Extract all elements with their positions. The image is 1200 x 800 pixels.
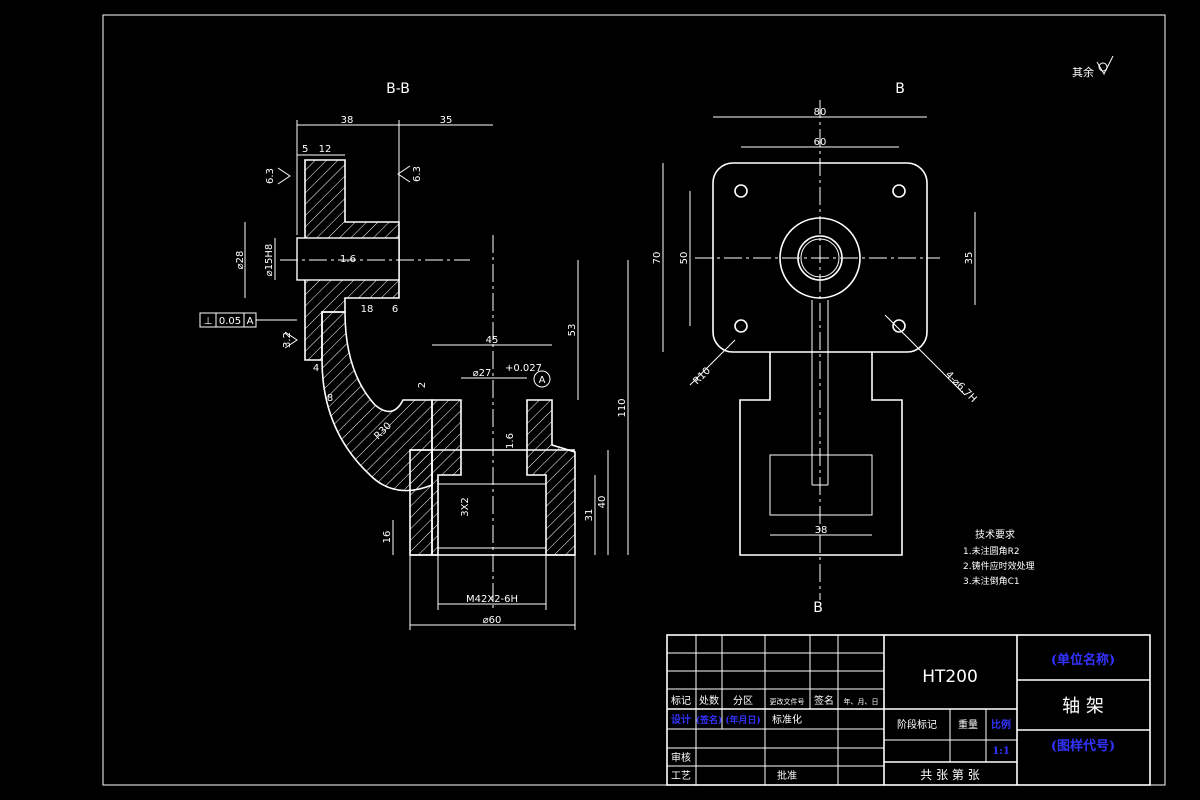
dim-50: 50	[679, 252, 690, 265]
tb-company: (单位名称)	[1051, 652, 1115, 668]
tolerance-value: 0.05	[219, 316, 241, 327]
tb-signature: 签名	[814, 694, 834, 707]
mount-hole	[892, 319, 906, 333]
tb-material: HT200	[922, 667, 978, 687]
roughness-symbol	[284, 331, 298, 349]
dim-40: 40	[597, 496, 608, 509]
tolerance-symbol: ⊥	[204, 316, 213, 327]
dim-2: 2	[417, 382, 428, 388]
roughness-r1: 6.3	[265, 168, 276, 184]
dim-80: 80	[814, 107, 827, 118]
dim-18: 18	[361, 304, 374, 315]
dim-70: 70	[652, 252, 663, 265]
bore	[296, 237, 400, 281]
datum-a: A	[539, 375, 546, 386]
drawing-border	[102, 14, 1166, 786]
roughness-circle-icon	[1098, 62, 1108, 72]
tech-requirements: 技术要求 1.未注圆角R2 2.铸件应时效处理 3.未注倒角C1	[963, 528, 1035, 587]
tb-design: 设计	[671, 713, 691, 726]
tb-change-doc: 更改文件号	[770, 697, 805, 706]
tb-date: (年月日)	[725, 714, 761, 726]
tb-standard: 标准化	[772, 713, 802, 726]
mount-hole	[892, 184, 906, 198]
dim-5: 5	[302, 144, 308, 155]
section-view: B-B 38 35 5 12 ⌀28 ⌀15H8 18 6	[199, 81, 629, 630]
tb-zone: 分区	[733, 695, 753, 707]
tb-part-name: 轴 架	[1062, 696, 1104, 717]
roughness-r5: 1.6	[505, 433, 516, 449]
cut-letter-bottom: B	[813, 600, 823, 616]
dim-53: 53	[567, 324, 578, 337]
leader-line	[884, 314, 966, 396]
hub-left-wall	[431, 399, 462, 556]
section-label: B-B	[386, 81, 410, 97]
dim-60: ⌀60	[483, 615, 502, 626]
tb-scale-value: 1:1	[992, 746, 1010, 757]
mount-hole	[734, 184, 748, 198]
dim-27-tol: +0.027	[505, 363, 542, 374]
tech-item: 3.未注倒角C1	[963, 575, 1020, 587]
tech-item: 1.未注圆角R2	[963, 545, 1020, 557]
dim-45: 45	[486, 335, 499, 346]
roughness-r2: 6.3	[412, 166, 423, 182]
roughness-symbol	[397, 165, 411, 183]
dim-thread: M42X2-6H	[466, 594, 518, 605]
dim-6: 6	[392, 304, 398, 315]
lower-bracket	[739, 352, 903, 556]
dim-16: 16	[382, 531, 393, 544]
tb-sign: (签名)	[696, 714, 723, 726]
hub-right-wall	[526, 399, 576, 556]
tb-weight: 重量	[958, 718, 978, 731]
tb-count: 处数	[699, 694, 719, 707]
dim-15h8: ⌀15H8	[264, 244, 275, 277]
roughness-r4: 1.6	[340, 254, 356, 265]
dim-4: 4	[313, 363, 319, 374]
tb-sheets: 共 张 第 张	[920, 768, 979, 782]
tolerance-datum: A	[247, 316, 254, 327]
dim-35: 35	[440, 115, 453, 126]
tech-item: 2.铸件应时效处理	[963, 560, 1035, 572]
dim-38: 38	[341, 115, 354, 126]
tb-date-header: 年、月、日	[844, 697, 879, 706]
dim-3x2: 3X2	[460, 497, 471, 517]
tb-drawing-no: (图样代号)	[1051, 738, 1115, 754]
dim-holes: 4-⌀6.7H	[943, 369, 979, 405]
tb-approve: 批准	[777, 769, 797, 782]
roughness-symbol	[277, 167, 291, 185]
dim-12: 12	[319, 144, 332, 155]
dim-110: 110	[617, 398, 628, 417]
tb-process: 工艺	[671, 770, 691, 782]
mount-hole	[734, 319, 748, 333]
dim-35: 35	[964, 252, 975, 265]
dim-28: ⌀28	[235, 251, 246, 270]
dim-31: 31	[584, 509, 595, 522]
tech-title: 技术要求	[975, 528, 1015, 541]
other-roughness: 其余	[1072, 55, 1114, 79]
dim-38: 38	[815, 525, 828, 536]
title-block: 标记 处数 分区 更改文件号 签名 年、月、日 设计 (签名) (年月日) 标准…	[666, 634, 1151, 786]
dim-60: 60	[814, 137, 827, 148]
tb-stage: 阶段标记	[897, 718, 937, 731]
roughness-r3: 3.2	[282, 332, 293, 348]
lower-body-left	[409, 449, 433, 556]
leader-line	[689, 339, 736, 386]
tb-check: 审核	[671, 751, 691, 764]
bracket-slot	[769, 454, 873, 516]
other-roughness-label: 其余	[1072, 65, 1094, 79]
front-view: B B 80 60 70 50 35 R10 4-⌀6.7H 38	[652, 81, 979, 616]
dim-r10: R10	[691, 365, 713, 387]
tb-mark: 标记	[671, 695, 691, 707]
datum-a-circle	[533, 370, 551, 388]
cut-letter-top: B	[895, 81, 905, 97]
dim-27: ⌀27	[473, 368, 492, 379]
dim-8: 8	[327, 393, 333, 404]
title-block-frame	[666, 634, 1151, 786]
tb-scale: 比例	[991, 718, 1011, 731]
